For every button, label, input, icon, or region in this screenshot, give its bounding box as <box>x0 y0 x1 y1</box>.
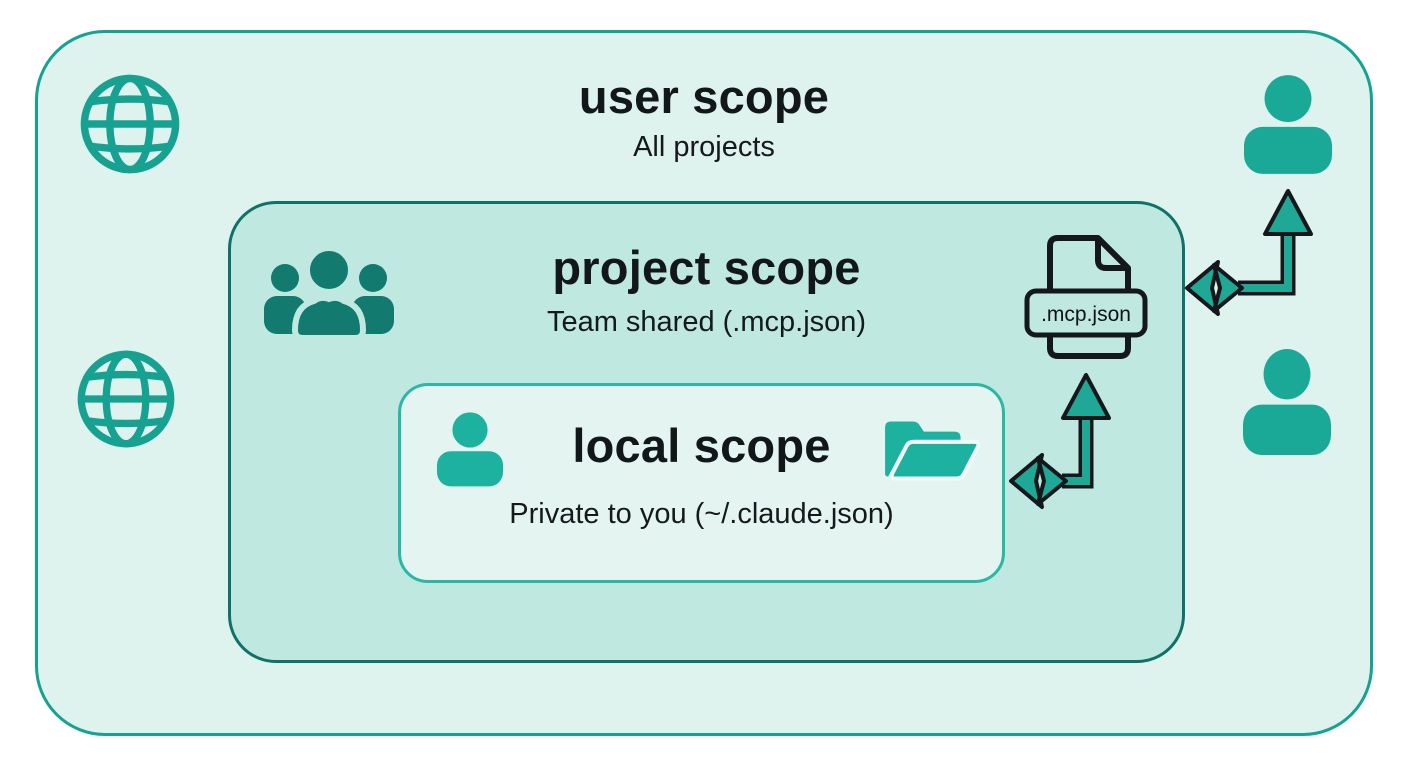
local-scope-box <box>398 383 1005 583</box>
local-scope-subtitle: Private to you (~/.claude.json) <box>509 498 894 530</box>
person-icon <box>1243 348 1331 455</box>
elbow-arrow-project-to-user <box>1180 184 1316 322</box>
user-scope-title: user scope <box>578 70 830 123</box>
person-icon <box>1244 74 1332 174</box>
team-icon <box>262 246 396 342</box>
file-badge-label: .mcp.json <box>1041 303 1131 326</box>
elbow-arrow-local-to-file <box>1002 368 1117 516</box>
project-scope-title: project scope <box>552 241 861 294</box>
globe-icon <box>77 70 183 178</box>
project-scope-subtitle: Team shared (.mcp.json) <box>546 306 867 338</box>
globe-icon <box>74 346 178 452</box>
mcp-json-file-icon: .mcp.json <box>1024 228 1148 364</box>
open-folder-icon <box>881 414 983 486</box>
local-scope-title: local scope <box>572 419 831 472</box>
person-icon <box>437 410 503 488</box>
user-scope-subtitle: All projects <box>633 131 775 163</box>
